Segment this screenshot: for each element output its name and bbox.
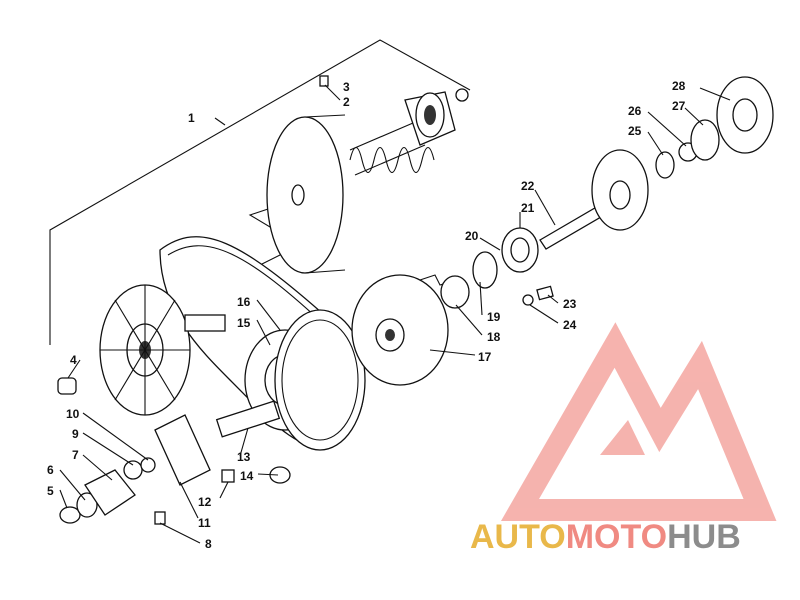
- driven-sheave: [351, 274, 453, 386]
- callout-17: 17: [478, 350, 492, 364]
- callout-25: 25: [628, 124, 642, 138]
- leader-lines: [59, 84, 731, 544]
- watermark-text: AUTOMOTOHUB: [470, 518, 741, 556]
- callout-11: 11: [198, 516, 211, 530]
- compression-spring: [349, 119, 435, 176]
- callout-18: 18: [487, 330, 501, 344]
- automotohub-logo: [500, 322, 777, 521]
- callout-5: 5: [47, 484, 54, 498]
- callout-13: 13: [237, 450, 251, 464]
- callout-1: 1: [188, 111, 195, 125]
- callout-16: 16: [237, 295, 251, 309]
- callout-12: 12: [198, 495, 212, 509]
- callout-22: 22: [521, 179, 535, 193]
- spider-cap: [404, 88, 469, 146]
- callout-8: 8: [205, 537, 212, 551]
- callout-2: 2: [343, 95, 350, 109]
- callout-24: 24: [563, 318, 577, 332]
- callout-3: 3: [343, 80, 350, 94]
- callout-10: 10: [66, 407, 80, 421]
- screw-3: [319, 75, 329, 87]
- callout-28: 28: [672, 79, 686, 93]
- callout-27: 27: [672, 99, 686, 113]
- callout-6: 6: [47, 463, 54, 477]
- callout-26: 26: [628, 104, 642, 118]
- watermark-auto: AUTO: [470, 518, 566, 556]
- callout-4: 4: [70, 353, 77, 367]
- callout-19: 19: [487, 310, 501, 324]
- callout-23: 23: [563, 297, 577, 311]
- input-shaft: [539, 149, 649, 250]
- planetary-hub-set: [655, 76, 774, 179]
- callout-20: 20: [465, 229, 479, 243]
- callout-7: 7: [72, 448, 79, 462]
- callout-9: 9: [72, 427, 79, 441]
- svg-text:AUTOMOTOHUB: AUTOMOTOHUB: [470, 518, 741, 556]
- callout-14: 14: [240, 469, 254, 483]
- watermark-hub: HUB: [667, 518, 741, 556]
- driven-sheave-ring: [274, 309, 366, 451]
- callout-15: 15: [237, 316, 251, 330]
- watermark-moto: MOTO: [566, 518, 667, 556]
- fixed-sheave-left: [99, 284, 226, 416]
- drive-sheave-upper: [266, 114, 346, 274]
- callout-21: 21: [521, 201, 535, 215]
- small-parts: [57, 377, 291, 525]
- callout-labels: 1 2 3 4 5 6 7 8 9 10 11 12 13 14 15 16 1…: [47, 79, 686, 551]
- bearing-set: [440, 227, 539, 309]
